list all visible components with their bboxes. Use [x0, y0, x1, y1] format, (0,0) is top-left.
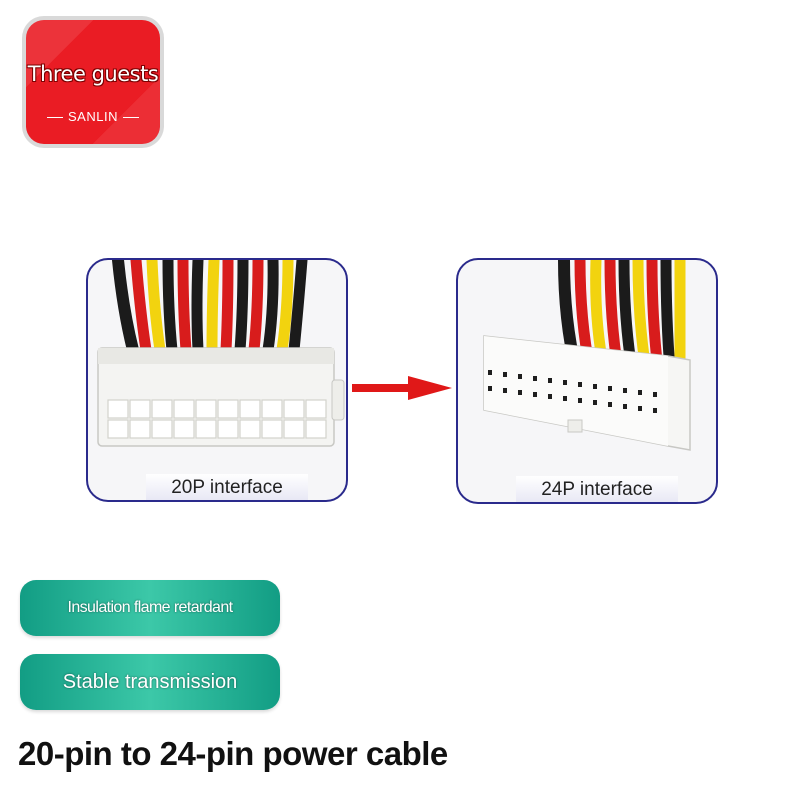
pin-grid-20p — [107, 399, 327, 439]
right-arrow-icon — [352, 376, 452, 400]
connector-panel-20p: 20P interface — [86, 258, 348, 502]
feature-badge-label: Stable transmission — [62, 671, 238, 693]
brand-logo-title: Three guests — [27, 62, 159, 86]
feature-badge-flame-retardant: Insulation flame retardant — [20, 580, 280, 636]
feature-badge-label: Insulation flame retardant — [67, 599, 234, 616]
brand-logo: Three guests SANLIN — [22, 16, 164, 148]
connector-panel-24p: 24P interface — [456, 258, 718, 504]
connector-20p-image — [97, 260, 345, 447]
connector-caption-24p: 24P interface — [516, 476, 678, 502]
brand-logo-subtitle: SANLIN — [26, 109, 160, 124]
connector-24p-image — [483, 260, 691, 451]
wire-bundle-20p — [112, 260, 308, 356]
brand-logo-badge: Three guests SANLIN — [26, 20, 160, 144]
product-headline: 20-pin to 24-pin power cable — [18, 735, 448, 772]
connector-caption-20p: 20P interface — [146, 474, 308, 500]
pin-grid-24p — [488, 370, 657, 413]
feature-badge-stable-transmission: Stable transmission — [20, 654, 280, 710]
